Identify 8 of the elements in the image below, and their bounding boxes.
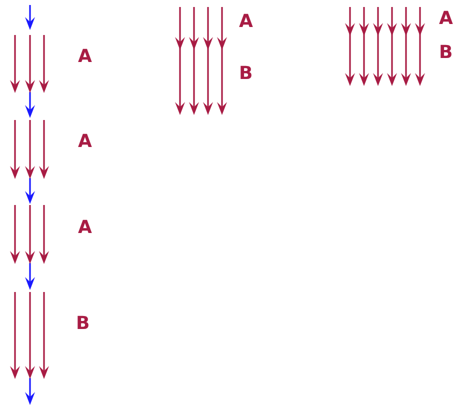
region-label: B — [76, 314, 90, 334]
region-label: A — [78, 132, 92, 152]
region-label: A — [78, 47, 92, 67]
region-label: A — [239, 12, 253, 32]
region-label: A — [78, 218, 92, 238]
region-label: A — [439, 9, 453, 29]
region-label: B — [239, 64, 253, 84]
region-label: B — [439, 43, 453, 63]
